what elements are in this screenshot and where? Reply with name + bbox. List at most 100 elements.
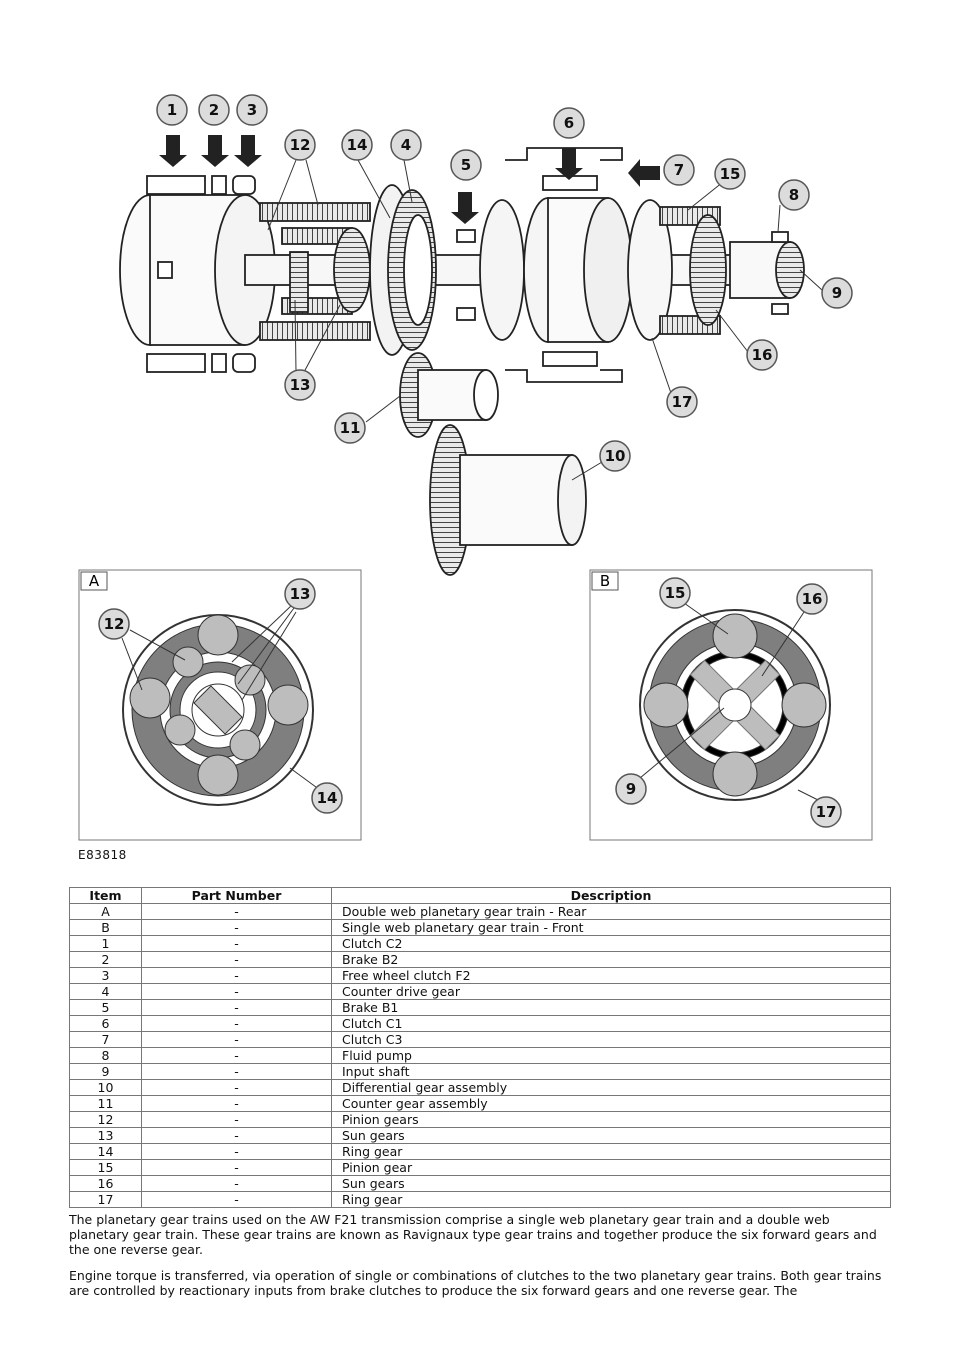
cell-item: 17 xyxy=(69,1191,142,1208)
cell-description: Sun gears xyxy=(331,1175,891,1192)
table-row: 7-Clutch C3 xyxy=(69,1031,891,1048)
svg-text:3: 3 xyxy=(247,101,257,119)
callout-2: 2 xyxy=(198,94,230,126)
cell-description: Ring gear xyxy=(331,1143,891,1160)
figure-id: E83818 xyxy=(78,848,127,862)
cell-part-number: - xyxy=(141,919,332,936)
svg-text:8: 8 xyxy=(789,186,799,204)
cell-description: Pinion gear xyxy=(331,1159,891,1176)
cell-item: 14 xyxy=(69,1143,142,1160)
inset-b-callout-17: 17 xyxy=(810,796,842,828)
callout-10: 10 xyxy=(599,440,631,472)
inset-b-callout-16: 16 xyxy=(796,583,828,615)
svg-text:17: 17 xyxy=(672,393,693,411)
svg-text:12: 12 xyxy=(104,615,125,633)
svg-text:2: 2 xyxy=(209,101,219,119)
cell-part-number: - xyxy=(141,1127,332,1144)
callout-15: 15 xyxy=(714,158,746,190)
cell-description: Ring gear xyxy=(331,1191,891,1208)
cell-part-number: - xyxy=(141,903,332,920)
cell-item: 8 xyxy=(69,1047,142,1064)
inset-a-callout-14: 14 xyxy=(311,782,343,814)
callout-8: 8 xyxy=(778,179,810,211)
cell-item: A xyxy=(69,903,142,920)
cell-part-number: - xyxy=(141,1015,332,1032)
arrow-icon xyxy=(201,135,229,167)
arrow-icon xyxy=(159,135,187,167)
cell-item: 12 xyxy=(69,1111,142,1128)
svg-text:9: 9 xyxy=(832,284,842,302)
cell-description: Counter drive gear xyxy=(331,983,891,1000)
callout-4: 4 xyxy=(390,129,422,161)
header-part-number: Part Number xyxy=(141,887,332,904)
svg-text:1: 1 xyxy=(167,101,177,119)
cell-part-number: - xyxy=(141,1175,332,1192)
cell-part-number: - xyxy=(141,951,332,968)
inset-a: A 12 13 14 xyxy=(78,569,362,841)
callout-11: 11 xyxy=(334,412,366,444)
svg-text:5: 5 xyxy=(461,156,471,174)
cell-item: 9 xyxy=(69,1063,142,1080)
parts-table-body: A-Double web planetary gear train - Rear… xyxy=(69,903,891,1208)
cell-description: Brake B2 xyxy=(331,951,891,968)
cell-description: Brake B1 xyxy=(331,999,891,1016)
cell-part-number: - xyxy=(141,1079,332,1096)
callout-1: 1 xyxy=(156,94,188,126)
cell-item: B xyxy=(69,919,142,936)
table-row: 13-Sun gears xyxy=(69,1127,891,1144)
cell-item: 16 xyxy=(69,1175,142,1192)
body-paragraph: Engine torque is transferred, via operat… xyxy=(69,1268,882,1298)
svg-text:14: 14 xyxy=(347,136,368,154)
cell-item: 6 xyxy=(69,1015,142,1032)
callout-13: 13 xyxy=(284,369,316,401)
callout-6: 6 xyxy=(553,107,585,139)
header-item: Item xyxy=(69,887,142,904)
svg-text:4: 4 xyxy=(401,136,411,154)
table-row: A-Double web planetary gear train - Rear xyxy=(69,903,891,920)
main-assembly xyxy=(119,135,805,576)
svg-text:11: 11 xyxy=(340,419,361,437)
cell-item: 7 xyxy=(69,1031,142,1048)
cell-part-number: - xyxy=(141,983,332,1000)
callout-3: 3 xyxy=(236,94,268,126)
table-row: 2-Brake B2 xyxy=(69,951,891,968)
table-row: 12-Pinion gears xyxy=(69,1111,891,1128)
cell-part-number: - xyxy=(141,1191,332,1208)
inset-a-callout-12: 12 xyxy=(98,608,130,640)
cell-item: 10 xyxy=(69,1079,142,1096)
svg-text:17: 17 xyxy=(816,803,837,821)
cell-description: Double web planetary gear train - Rear xyxy=(331,903,891,920)
svg-text:14: 14 xyxy=(317,789,338,807)
callout-12: 12 xyxy=(284,129,316,161)
callout-17: 17 xyxy=(666,386,698,418)
table-row: 10-Differential gear assembly xyxy=(69,1079,891,1096)
cell-description: Clutch C2 xyxy=(331,935,891,952)
callout-9: 9 xyxy=(821,277,853,309)
table-row: 6-Clutch C1 xyxy=(69,1015,891,1032)
table-row: 16-Sun gears xyxy=(69,1175,891,1192)
cell-description: Fluid pump xyxy=(331,1047,891,1064)
table-row: 14-Ring gear xyxy=(69,1143,891,1160)
planetary-gear-train-diagram: 1 2 3 12 14 4 5 6 7 15 8 9 16 13 17 11 1… xyxy=(78,94,873,841)
cell-part-number: - xyxy=(141,999,332,1016)
parts-table: Item Part Number Description A-Double we… xyxy=(69,887,891,1208)
svg-text:16: 16 xyxy=(752,346,773,364)
svg-text:9: 9 xyxy=(626,780,636,798)
cell-item: 2 xyxy=(69,951,142,968)
cell-item: 4 xyxy=(69,983,142,1000)
svg-text:13: 13 xyxy=(290,585,311,603)
table-row: 9-Input shaft xyxy=(69,1063,891,1080)
cell-item: 15 xyxy=(69,1159,142,1176)
inset-a-label: A xyxy=(89,572,100,590)
table-row: 1-Clutch C2 xyxy=(69,935,891,952)
svg-text:12: 12 xyxy=(290,136,311,154)
cell-item: 1 xyxy=(69,935,142,952)
cell-item: 3 xyxy=(69,967,142,984)
arrow-icon xyxy=(234,135,262,167)
cell-description: Free wheel clutch F2 xyxy=(331,967,891,984)
cell-item: 5 xyxy=(69,999,142,1016)
inset-b: B 15 16 9 17 xyxy=(589,569,873,841)
arrow-icon xyxy=(451,192,479,224)
main-leader-lines xyxy=(267,159,823,481)
table-row: 17-Ring gear xyxy=(69,1191,891,1208)
